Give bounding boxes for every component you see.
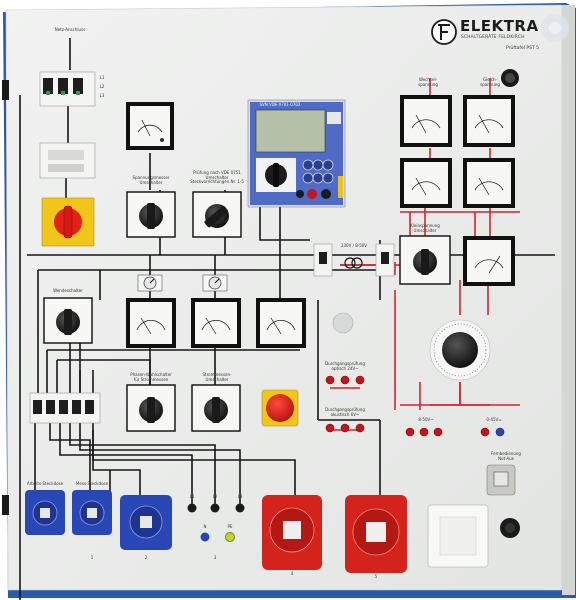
transformer-breaker-left[interactable] [313, 243, 333, 277]
continuity-indicator-lamp[interactable] [332, 312, 354, 334]
elektra-logo [431, 19, 457, 45]
cee-red-socket-2[interactable] [345, 495, 407, 573]
rotary-selector-small-left[interactable] [137, 274, 163, 292]
terminal-n[interactable] [200, 532, 210, 542]
emergency-stop-button[interactable] [261, 389, 299, 427]
terminal-l2[interactable] [210, 503, 220, 513]
terminal-l3[interactable] [235, 503, 245, 513]
tester-display [255, 109, 326, 153]
vde-test-selector-switch[interactable] [192, 191, 242, 238]
label-arbeits-steckdose: Arbeits-Steckdose [26, 481, 64, 486]
dc-voltmeter-top [463, 95, 515, 147]
cee-red-socket-1[interactable] [262, 495, 322, 570]
label-pruefung-vde: Prüfung nach VDE 0751 Umschalter Steckvo… [190, 170, 244, 184]
voltage-selector-switch[interactable] [126, 191, 176, 238]
cee-blue-socket[interactable] [120, 495, 172, 550]
label-l3: L3 [99, 93, 105, 98]
transformer-symbol [344, 257, 363, 269]
tester-button-6[interactable] [322, 172, 334, 184]
ammeter-l3 [256, 298, 306, 348]
tester-button-5[interactable] [312, 172, 324, 184]
tester-button-3[interactable] [322, 159, 334, 171]
brand-subtitle: SCHALTGERÄTE FELDKIRCH [461, 34, 525, 39]
emergency-stop-indicator-top[interactable] [501, 69, 519, 87]
measure-socket[interactable] [72, 490, 112, 535]
installation-tester[interactable] [247, 99, 346, 208]
multi-pole-breaker[interactable] [29, 392, 101, 424]
label-fernbedienung: Fernbedienung Not-Aus [491, 451, 521, 461]
label-l1: L1 [99, 75, 105, 80]
ammeter-l1 [126, 298, 176, 348]
tester-button-4[interactable] [302, 172, 314, 184]
hinge-bottom [2, 495, 9, 515]
voltage-adjust-knob[interactable] [429, 319, 491, 381]
phase-selector-switch[interactable] [126, 384, 176, 432]
ac-ammeter [400, 158, 452, 208]
label-8-50v: 8-50V~ [418, 417, 434, 422]
dc-ammeter [463, 158, 515, 208]
model-label: Prüftafel PST 5 [506, 46, 540, 51]
label-spannungsmesser-umschalter: Spannungsmesser Umschalter [132, 175, 170, 185]
reversing-switch[interactable] [43, 297, 93, 344]
label-durchgang-optisch: Durchgangsprüfung optisch 24V~ [325, 361, 365, 371]
residual-current-device[interactable] [39, 142, 96, 179]
label-terminal-l1: L1 [189, 494, 195, 499]
ac-output-jacks[interactable] [405, 427, 443, 437]
label-socket-3: 3 [213, 555, 217, 560]
tester-socket-black[interactable] [321, 189, 331, 199]
label-gleichspannung: Gleich- spannung [480, 77, 500, 87]
label-socket-5: 5 [374, 574, 378, 579]
label-mess-steckdose: Mess-Steckdose [75, 481, 109, 486]
light-switch[interactable] [427, 504, 489, 568]
transformer-breaker-right[interactable] [375, 243, 395, 277]
main-switch[interactable] [41, 197, 95, 247]
label-wendeschalter: Wendeschalter [53, 288, 83, 293]
label-terminal-pe: PE [227, 524, 233, 529]
label-l2: L2 [99, 84, 105, 89]
continuity-acoustic-jacks[interactable] [325, 423, 365, 433]
label-strommessen-umschalter: Strommessen- Umschalter [202, 372, 232, 382]
label-socket-1: 1 [90, 555, 94, 560]
tester-socket-red[interactable] [307, 189, 317, 199]
terminal-pe[interactable] [225, 532, 235, 542]
main-breaker[interactable] [39, 71, 96, 107]
rotary-selector-small-right[interactable] [202, 274, 228, 292]
label-socket-2: 2 [144, 555, 148, 560]
tester-button-1[interactable] [302, 159, 314, 171]
label-transformer: 230V / 8-50V [340, 243, 368, 248]
ac-voltmeter-top [400, 95, 452, 147]
tester-button-2[interactable] [312, 159, 324, 171]
label-terminal-l3: L3 [237, 494, 243, 499]
work-socket[interactable] [25, 490, 65, 535]
dc-output-jacks[interactable] [480, 427, 505, 437]
continuity-optical-jacks[interactable] [325, 375, 365, 385]
label-phasen-wahlschalter: Phasen-Wahlschalter für Strommessen [130, 372, 172, 382]
low-voltage-meter [463, 236, 515, 286]
current-measure-selector-switch[interactable] [191, 384, 241, 432]
low-voltage-selector-switch[interactable] [399, 235, 451, 285]
label-0-45v: 0-45V= [486, 417, 502, 422]
voltmeter-top [126, 102, 174, 150]
label-wechselspannung: Wechsel- spannung [418, 77, 438, 87]
label-socket-4: 4 [290, 571, 294, 576]
brand-name: ELEKTRA [460, 17, 539, 35]
label-terminal-n: N [203, 524, 207, 529]
hinge-top [2, 80, 9, 100]
label-tester-model: SVN VDE 0701-0702 [259, 102, 301, 107]
label-netz-anschluss: Netz-Anschluss [54, 27, 86, 32]
label-terminal-l2: L2 [212, 494, 218, 499]
indicator-lamp-bottom [500, 518, 520, 538]
ammeter-l2 [191, 298, 241, 348]
remote-estop-connector[interactable] [486, 464, 516, 496]
label-durchgang-akustisch: Durchgangsprüfung akustisch 6V~ [325, 407, 365, 417]
terminal-l1[interactable] [187, 503, 197, 513]
logo-gear-decoration [541, 14, 569, 42]
label-kleinspannung-umschalter: Kleinspannung Umschalter [410, 223, 440, 233]
